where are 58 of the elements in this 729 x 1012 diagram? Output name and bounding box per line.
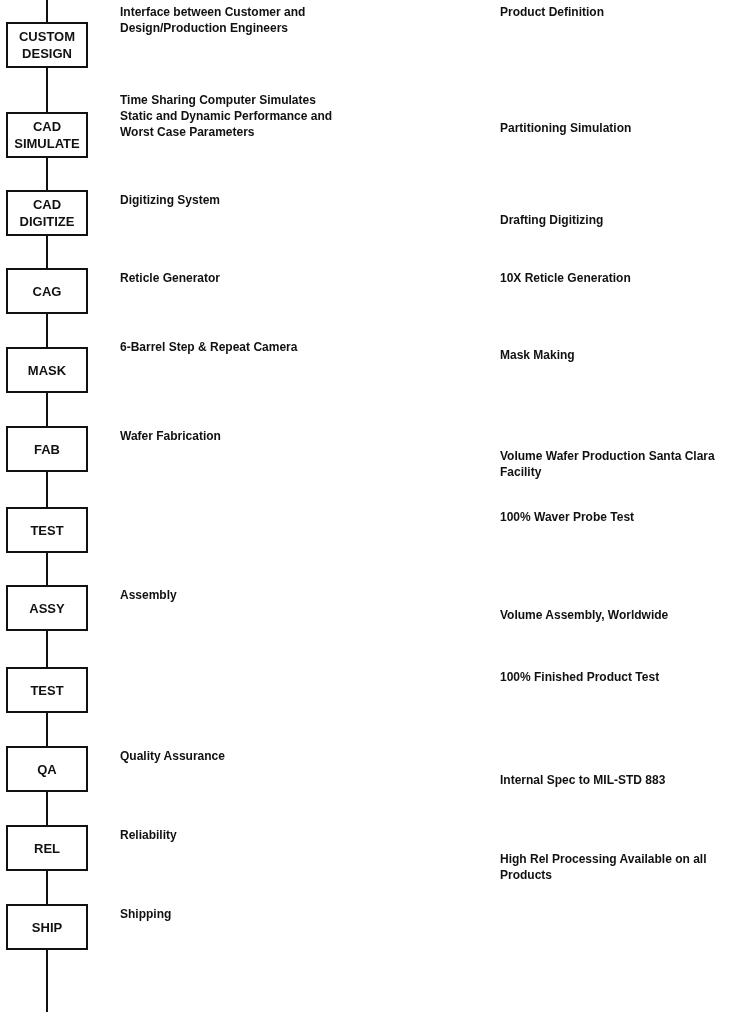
process-note: 100% Waver Probe Test	[500, 509, 636, 525]
process-note: Volume Assembly, Worldwide	[500, 607, 670, 623]
process-note: Mask Making	[500, 347, 576, 363]
process-box	[6, 190, 88, 236]
box-label: REL	[33, 839, 61, 857]
process-box	[6, 268, 88, 314]
box-label: TEST	[29, 521, 65, 539]
equipment-note: Time Sharing Computer Simulates Static and Dynamic Performance and Worst Case Parameters	[120, 92, 334, 140]
process-box	[6, 22, 88, 68]
equipment-note: Reliability	[120, 827, 178, 843]
box-label: TEST	[29, 681, 65, 699]
process-box	[6, 746, 88, 792]
connector-line	[46, 67, 48, 113]
process-box	[6, 347, 88, 393]
process-note: Volume Wafer Production Santa Clara Facility	[500, 448, 716, 480]
box-label: FAB	[33, 440, 61, 458]
process-note: Partitioning Simulation	[500, 120, 633, 136]
process-box	[6, 904, 88, 950]
process-box	[6, 507, 88, 553]
process-box	[6, 585, 88, 631]
connector-line	[46, 471, 48, 508]
connector-line	[46, 392, 48, 427]
equipment-note: Wafer Fabrication	[120, 428, 222, 444]
process-note: Drafting Digitizing	[500, 212, 605, 228]
equipment-note: Assembly	[120, 587, 178, 603]
process-box	[6, 112, 88, 158]
connector-line	[46, 313, 48, 348]
process-note: Internal Spec to MIL-STD 883	[500, 772, 667, 788]
equipment-note: Reticle Generator	[120, 270, 222, 286]
box-label: CAD DIGITIZE	[18, 196, 76, 230]
process-box	[6, 667, 88, 713]
process-box	[6, 426, 88, 472]
process-box	[6, 825, 88, 871]
connector-line	[46, 870, 48, 905]
equipment-note: Quality Assurance	[120, 748, 226, 764]
equipment-note: Shipping	[120, 906, 173, 922]
equipment-note: 6-Barrel Step & Repeat Camera	[120, 339, 299, 355]
equipment-note: Digitizing System	[120, 192, 221, 208]
connector-line	[46, 630, 48, 668]
connector-line	[46, 157, 48, 191]
equipment-note: Interface between Customer and Design/Production Engineers	[120, 4, 307, 36]
process-note: Product Definition	[500, 4, 605, 20]
process-note: 10X Reticle Generation	[500, 270, 632, 286]
box-label: MASK	[26, 361, 68, 379]
box-label: ASSY	[28, 599, 66, 617]
box-label: SHIP	[30, 918, 64, 936]
box-label: CUSTOM DESIGN	[17, 28, 77, 62]
process-note: High Rel Processing Available on all Products	[500, 851, 708, 883]
box-label: QA	[36, 760, 58, 778]
connector-line	[46, 712, 48, 747]
connector-line	[46, 791, 48, 826]
box-label: CAD SIMULATE	[13, 118, 81, 152]
box-label: CAG	[31, 282, 63, 300]
connector-line	[46, 235, 48, 269]
connector-line	[46, 0, 48, 23]
connector-line	[46, 949, 48, 1012]
connector-line	[46, 552, 48, 586]
process-note: 100% Finished Product Test	[500, 669, 661, 685]
